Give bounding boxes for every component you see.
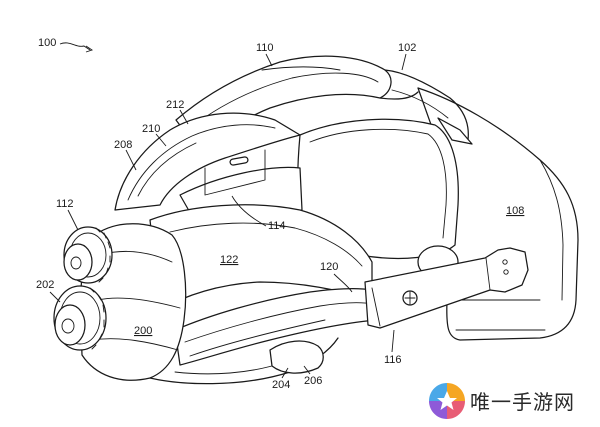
lower-pad [269,340,324,374]
watermark-text: 唯一手游网 [470,390,575,414]
top-dial [63,226,113,284]
label-122: 122 [220,254,238,266]
label-116: 116 [384,354,402,366]
bottom-dial [53,285,107,351]
label-200: 200 [134,325,152,337]
star-logo-icon [429,383,465,419]
label-110: 110 [256,42,274,54]
label-114: 114 [268,220,286,232]
label-208: 208 [114,139,132,151]
label-206: 206 [304,375,322,387]
label-210: 210 [142,123,160,135]
label-100: 100 [38,37,56,49]
label-120: 120 [320,261,338,273]
callouts: 100 110 102 212 210 208 112 108 114 122 … [36,37,524,391]
label-102: 102 [398,42,416,54]
label-204: 204 [272,379,290,391]
label-212: 212 [166,99,184,111]
adjuster-block [364,247,529,329]
label-202: 202 [36,279,54,291]
label-108: 108 [506,205,524,217]
label-112: 112 [56,198,74,210]
